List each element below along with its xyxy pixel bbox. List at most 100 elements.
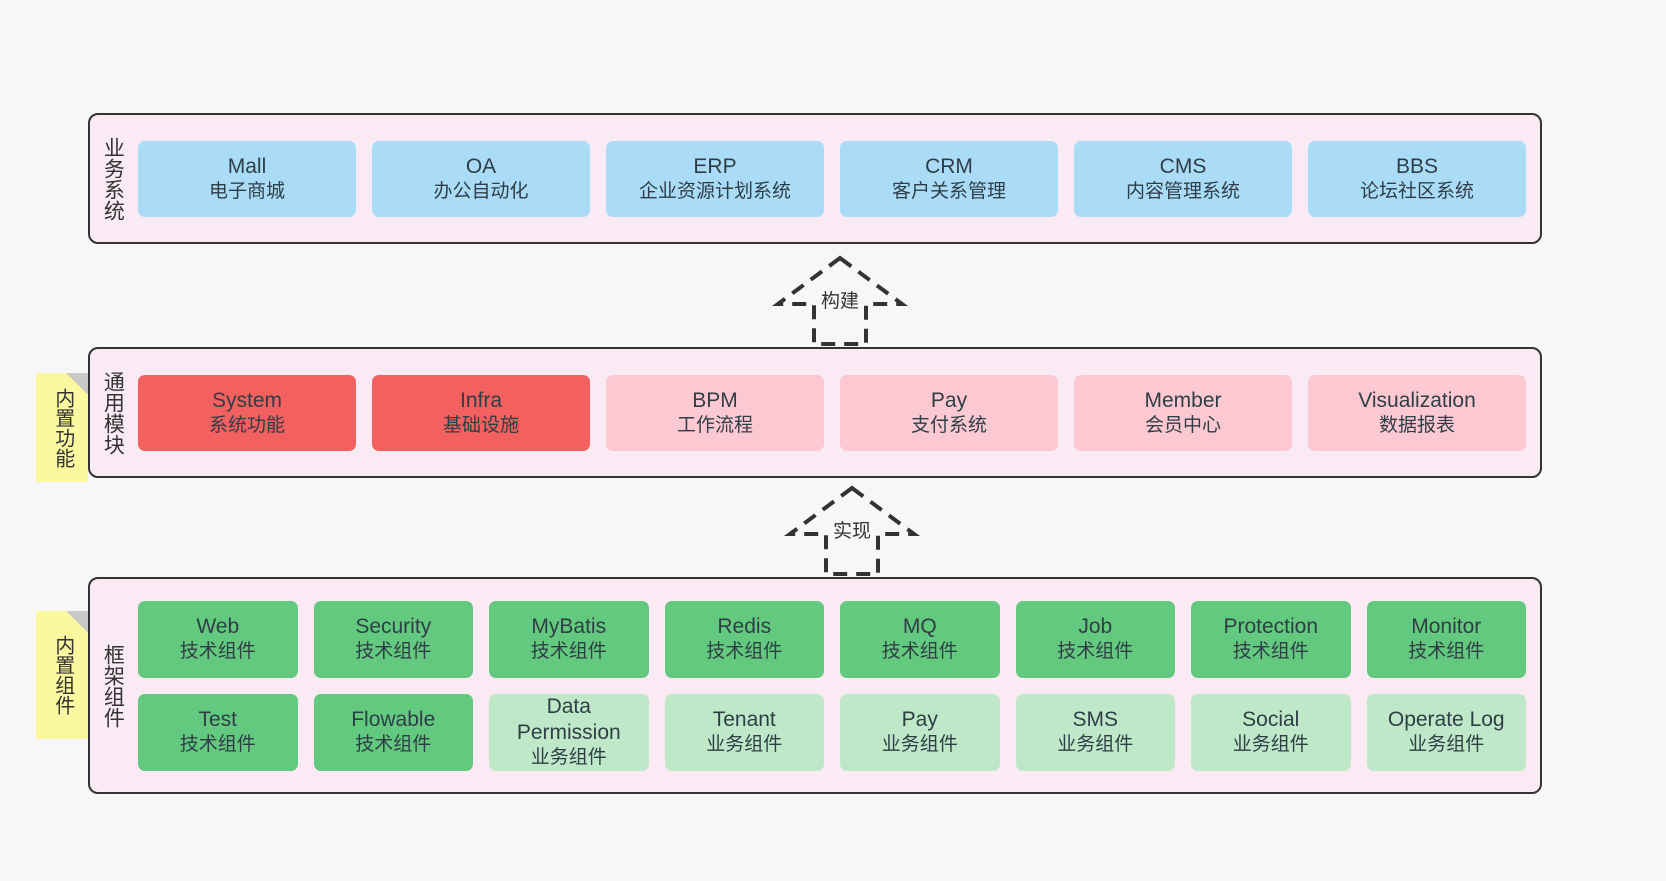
card-pay-module[interactable]: Pay 支付系统 [840, 374, 1058, 451]
card-sms-cn: 业务组件 [1057, 734, 1134, 756]
layer-modules-title: 通用模块 [101, 370, 125, 455]
card-monitor-cn: 技术组件 [1408, 641, 1485, 663]
card-mybatis[interactable]: MyBatis 技术组件 [489, 600, 649, 678]
card-bpm-cn: 工作流程 [676, 414, 753, 436]
layer-framework-body: Web 技术组件 Security 技术组件 MyBatis 技术组件 Redi… [134, 579, 1540, 792]
card-social[interactable]: Social 业务组件 [1191, 693, 1351, 771]
card-operate-log[interactable]: Operate Log 业务组件 [1366, 693, 1526, 771]
card-erp-cn: 企业资源计划系统 [638, 180, 791, 202]
card-infra-en: Infra [459, 388, 503, 412]
card-cms-cn: 内容管理系统 [1125, 180, 1240, 202]
layer-modules-body: System 系统功能 Infra 基础设施 BPM 工作流程 Pay 支付系统… [134, 349, 1540, 476]
card-crm-en: CRM [925, 154, 973, 178]
card-mall[interactable]: Mall 电子商城 [138, 140, 356, 217]
card-visualization-en: Visualization [1358, 388, 1476, 412]
card-protection[interactable]: Protection 技术组件 [1191, 600, 1351, 678]
card-data-permission[interactable]: Data Permission 业务组件 [489, 693, 649, 771]
framework-card-row-2: Test 技术组件 Flowable 技术组件 Data Permission … [138, 693, 1526, 771]
card-mybatis-cn: 技术组件 [530, 641, 607, 663]
card-data-permission-cn: 业务组件 [530, 747, 607, 769]
card-bbs[interactable]: BBS 论坛社区系统 [1308, 140, 1526, 217]
card-mybatis-en: MyBatis [531, 615, 607, 639]
card-sms[interactable]: SMS 业务组件 [1015, 693, 1175, 771]
card-redis-en: Redis [717, 615, 772, 639]
card-security-cn: 技术组件 [355, 641, 432, 663]
card-mall-en: Mall [227, 154, 267, 178]
card-data-permission-en: Data Permission [516, 695, 621, 745]
card-web-cn: 技术组件 [179, 641, 256, 663]
card-flowable-en: Flowable [351, 708, 436, 732]
card-erp-en: ERP [693, 154, 737, 178]
layer-business-body: Mall 电子商城 OA 办公自动化 ERP 企业资源计划系统 CRM 客户关系… [134, 115, 1540, 242]
card-sms-en: SMS [1072, 708, 1118, 732]
card-system-cn: 系统功能 [208, 414, 285, 436]
card-redis-cn: 技术组件 [706, 641, 783, 663]
card-visualization[interactable]: Visualization 数据报表 [1308, 374, 1526, 451]
relation-build: 构建 [750, 252, 930, 348]
card-protection-cn: 技术组件 [1232, 641, 1309, 663]
card-pay-component-en: Pay [901, 708, 938, 732]
note-builtin-functions-label: 内置功能 [51, 387, 74, 468]
card-web[interactable]: Web 技术组件 [138, 600, 298, 678]
relation-realize-label: 实现 [832, 521, 872, 542]
card-mq-en: MQ [902, 615, 937, 639]
card-oa-cn: 办公自动化 [433, 180, 529, 202]
card-infra[interactable]: Infra 基础设施 [372, 374, 590, 451]
card-bpm[interactable]: BPM 工作流程 [606, 374, 824, 451]
card-security[interactable]: Security 技术组件 [313, 600, 473, 678]
card-web-en: Web [196, 615, 240, 639]
card-oa[interactable]: OA 办公自动化 [372, 140, 590, 217]
card-security-en: Security [355, 615, 432, 639]
card-member-en: Member [1144, 388, 1222, 412]
framework-card-row-1: Web 技术组件 Security 技术组件 MyBatis 技术组件 Redi… [138, 600, 1526, 678]
card-oa-en: OA [465, 154, 497, 178]
card-mall-cn: 电子商城 [208, 180, 285, 202]
business-card-row: Mall 电子商城 OA 办公自动化 ERP 企业资源计划系统 CRM 客户关系… [138, 140, 1526, 217]
card-infra-cn: 基础设施 [442, 414, 519, 436]
card-bpm-en: BPM [692, 388, 738, 412]
card-job-en: Job [1078, 615, 1113, 639]
card-flowable-cn: 技术组件 [355, 734, 432, 756]
card-crm-cn: 客户关系管理 [891, 180, 1006, 202]
card-pay-module-cn: 支付系统 [910, 414, 987, 436]
card-flowable[interactable]: Flowable 技术组件 [313, 693, 473, 771]
relation-build-label: 构建 [820, 291, 860, 312]
card-tenant[interactable]: Tenant 业务组件 [664, 693, 824, 771]
card-monitor[interactable]: Monitor 技术组件 [1366, 600, 1526, 678]
card-test[interactable]: Test 技术组件 [138, 693, 298, 771]
card-pay-module-en: Pay [930, 388, 968, 412]
card-operate-log-en: Operate Log [1387, 708, 1505, 732]
card-mq[interactable]: MQ 技术组件 [840, 600, 1000, 678]
card-redis[interactable]: Redis 技术组件 [664, 600, 824, 678]
note-builtin-components-label: 内置组件 [51, 635, 74, 715]
card-social-en: Social [1242, 708, 1300, 732]
card-cms[interactable]: CMS 内容管理系统 [1074, 140, 1292, 217]
card-test-en: Test [198, 708, 237, 732]
card-member-cn: 会员中心 [1144, 414, 1221, 436]
card-job[interactable]: Job 技术组件 [1015, 600, 1175, 678]
card-bbs-cn: 论坛社区系统 [1359, 180, 1474, 202]
card-cms-en: CMS [1159, 154, 1207, 178]
layer-common-modules[interactable]: 通用模块 System 系统功能 Infra 基础设施 BPM 工作流程 Pay… [88, 347, 1542, 478]
card-pay-component[interactable]: Pay 业务组件 [840, 693, 1000, 771]
relation-realize: 实现 [762, 482, 942, 578]
card-crm[interactable]: CRM 客户关系管理 [840, 140, 1058, 217]
card-job-cn: 技术组件 [1057, 641, 1134, 663]
note-builtin-functions: 内置功能 [36, 373, 88, 482]
card-tenant-en: Tenant [712, 708, 776, 732]
card-member[interactable]: Member 会员中心 [1074, 374, 1292, 451]
card-erp[interactable]: ERP 企业资源计划系统 [606, 140, 824, 217]
card-mq-cn: 技术组件 [881, 641, 958, 663]
card-operate-log-cn: 业务组件 [1408, 734, 1485, 756]
card-social-cn: 业务组件 [1232, 734, 1309, 756]
card-system[interactable]: System 系统功能 [138, 374, 356, 451]
layer-business-systems[interactable]: 业务系统 Mall 电子商城 OA 办公自动化 ERP 企业资源计划系统 CRM… [88, 113, 1542, 244]
card-tenant-cn: 业务组件 [706, 734, 783, 756]
card-system-en: System [211, 388, 282, 412]
card-protection-en: Protection [1223, 615, 1319, 639]
note-builtin-components: 内置组件 [36, 611, 88, 739]
layer-framework-components[interactable]: 框架组件 Web 技术组件 Security 技术组件 MyBatis 技术组件… [88, 577, 1542, 794]
layer-business-title: 业务系统 [101, 136, 125, 221]
modules-card-row: System 系统功能 Infra 基础设施 BPM 工作流程 Pay 支付系统… [138, 374, 1526, 451]
